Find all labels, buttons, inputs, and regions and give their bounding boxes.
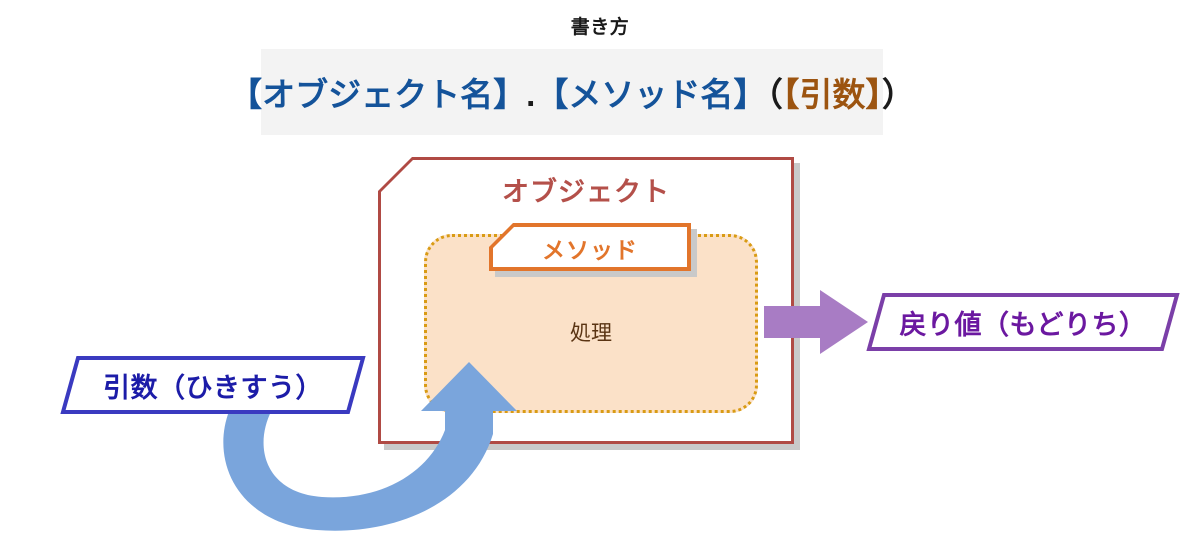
syntax-dot: . xyxy=(526,76,536,113)
syntax-argument: 【引数】 xyxy=(782,76,882,113)
syntax-line: 【オブジェクト名】.【メソッド名】（【引数】） xyxy=(229,68,915,116)
method-box xyxy=(489,223,691,271)
method-box-label: メソッド xyxy=(542,237,638,263)
syntax-method-name: 【メソッド名】 xyxy=(535,76,767,113)
return-callout[interactable]: 戻り値（もどりち） xyxy=(866,292,1180,352)
object-box-label: オブジェクト xyxy=(502,177,670,207)
syntax-panel: 【オブジェクト名】.【メソッド名】（【引数】） xyxy=(229,49,915,135)
method-box-fill xyxy=(493,227,687,267)
argument-callout-label: 引数（ひきすう） xyxy=(103,372,323,403)
return-callout-shape xyxy=(866,293,1180,351)
process-label: 処理 xyxy=(570,322,612,345)
syntax-object-name: 【オブジェクト名】 xyxy=(229,76,527,113)
return-callout-label: 戻り値（もどりち） xyxy=(899,309,1147,340)
syntax-paren-close: ） xyxy=(881,76,915,113)
syntax-paren-open: （ xyxy=(766,76,783,113)
argument-callout[interactable]: 引数（ひきすう） xyxy=(60,355,366,415)
page-title: 書き方 xyxy=(570,17,630,38)
